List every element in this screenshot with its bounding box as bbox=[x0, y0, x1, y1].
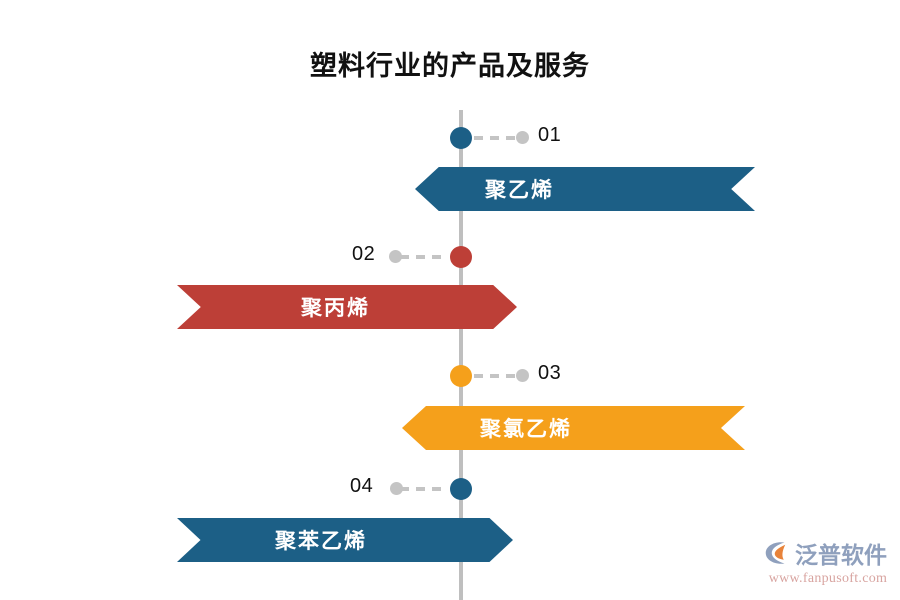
banner-item-04[interactable]: 聚苯乙烯 bbox=[177, 518, 513, 562]
connector-row-03: 03 bbox=[450, 362, 580, 387]
connector-end-dot-02 bbox=[389, 250, 402, 263]
connector-dash-03 bbox=[474, 374, 518, 378]
banner-label-01: 聚乙烯 bbox=[485, 179, 554, 202]
connector-row-01: 01 bbox=[450, 124, 580, 149]
connector-dash-04 bbox=[400, 487, 444, 491]
watermark-brand-text: 泛普软件 bbox=[795, 542, 887, 568]
watermark-url-text: www.fanpusoft.com bbox=[768, 571, 888, 586]
node-dot-02[interactable] bbox=[450, 246, 472, 268]
banner-label-02: 聚丙烯 bbox=[301, 297, 370, 320]
item-number-04: 04 bbox=[350, 475, 374, 497]
item-number-01: 01 bbox=[538, 124, 562, 146]
connector-end-dot-03 bbox=[516, 369, 529, 382]
item-number-02: 02 bbox=[352, 243, 376, 265]
connector-dash-02 bbox=[400, 255, 444, 259]
watermark-brand-row: 泛普软件 bbox=[762, 536, 894, 570]
node-dot-01[interactable] bbox=[450, 127, 472, 149]
timeline-spine bbox=[459, 110, 463, 600]
connector-end-dot-04 bbox=[390, 482, 403, 495]
connector-end-dot-01 bbox=[516, 131, 529, 144]
page-title: 塑料行业的产品及服务 bbox=[310, 51, 590, 81]
node-dot-04[interactable] bbox=[450, 478, 472, 500]
connector-row-02: 02 bbox=[352, 243, 482, 268]
connector-row-04: 04 bbox=[350, 475, 480, 500]
banner-label-03: 聚氯乙烯 bbox=[480, 418, 572, 441]
node-dot-03[interactable] bbox=[450, 365, 472, 387]
watermark: 泛普软件 www.fanpusoft.com bbox=[762, 536, 894, 592]
item-number-03: 03 bbox=[538, 362, 562, 384]
fanpu-logo-icon bbox=[765, 542, 786, 564]
banner-item-02[interactable]: 聚丙烯 bbox=[177, 285, 517, 329]
banner-item-01[interactable]: 聚乙烯 bbox=[415, 167, 755, 211]
banner-label-04: 聚苯乙烯 bbox=[275, 530, 367, 553]
connector-dash-01 bbox=[474, 136, 518, 140]
banner-item-03[interactable]: 聚氯乙烯 bbox=[402, 406, 745, 450]
